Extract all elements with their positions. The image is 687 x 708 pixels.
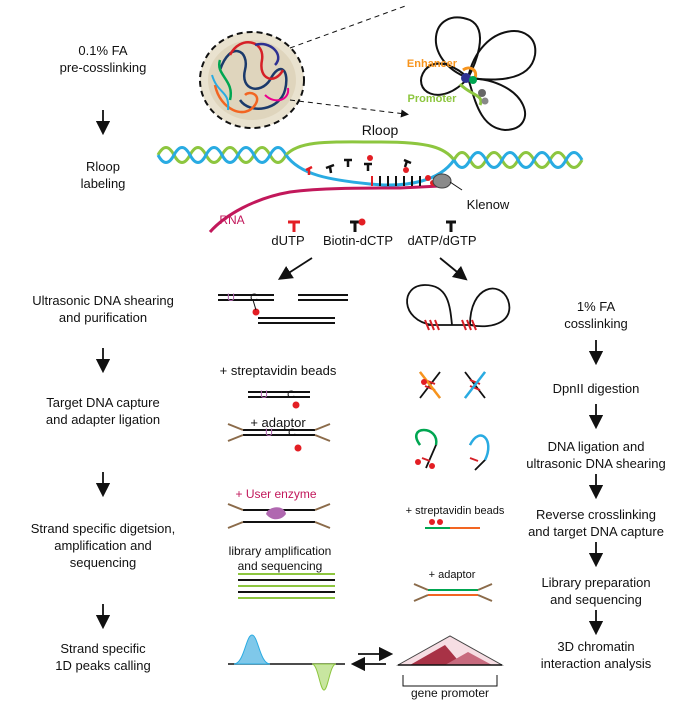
rloop-title: Rloop — [361, 122, 399, 138]
step-rloop-labeling: Rloop labeling — [80, 159, 126, 191]
step-library-preparation: Library preparation and sequencing — [541, 575, 651, 607]
user-enzyme-label: + User enzyme — [235, 487, 317, 501]
c-mark: C — [250, 292, 258, 304]
promoter-label: Promoter — [407, 93, 457, 105]
adaptor-label-right: + adaptor — [428, 569, 476, 581]
c-mark-2: C — [287, 389, 295, 401]
step-target-capture: Target DNA capture and adapter ligation — [45, 395, 161, 427]
nucleus-illustration — [199, 31, 305, 129]
rna-label: RNA — [219, 213, 245, 227]
klenow-label: Klenow — [466, 197, 510, 212]
u-mark: U — [227, 292, 235, 304]
step-pre-crosslinking: 0.1% FA pre-cosslinking — [59, 43, 147, 75]
step-3d-analysis: 3D chromatin interaction analysis — [540, 639, 652, 671]
c-mark-3: C — [288, 427, 296, 439]
rloop-illustration — [156, 140, 584, 233]
u-mark-3: U — [265, 427, 273, 439]
adaptor-label: + adaptor — [250, 415, 306, 430]
step-dna-shearing: Ultrasonic DNA shearing and purification — [32, 293, 174, 325]
u-mark-2: U — [260, 389, 268, 401]
biotin-dctp-label: Biotin-dCTP — [322, 233, 394, 248]
contact-map-triangle — [396, 635, 504, 687]
step-strand-specific-digestion: Strand specific digetsion, amplification… — [30, 521, 176, 570]
3d-loop-illustrations — [406, 284, 511, 471]
step-ligation-shearing: DNA ligation and ultrasonic DNA shearing — [526, 439, 666, 471]
1d-peak-track — [228, 634, 345, 691]
strep-beads-label: + streptavidin beads — [219, 363, 337, 378]
sequencing-library-reads — [238, 573, 335, 599]
strep-beads-label-right: + streptavidin beads — [405, 505, 505, 517]
gene-promoter-label: gene promoter — [410, 686, 490, 700]
chromatin-loop-illustration — [420, 16, 537, 132]
step-fa-crosslinking: 1% FA cosslinking — [564, 299, 628, 331]
enhancer-label: Enhancer — [406, 58, 458, 70]
sheared-dna-fragments — [218, 294, 348, 324]
library-amplification-label: library amplification and sequencing — [228, 544, 332, 573]
datp-dgtp-label: dATP/dGTP — [407, 233, 477, 248]
dutp-label: dUTP — [271, 233, 305, 248]
step-reverse-crosslinking: Reverse crosslinking and target DNA capt… — [528, 507, 664, 539]
step-peak-calling: Strand specific 1D peaks calling — [55, 641, 151, 673]
step-dpnii-digestion: DpnII digestion — [552, 381, 640, 396]
